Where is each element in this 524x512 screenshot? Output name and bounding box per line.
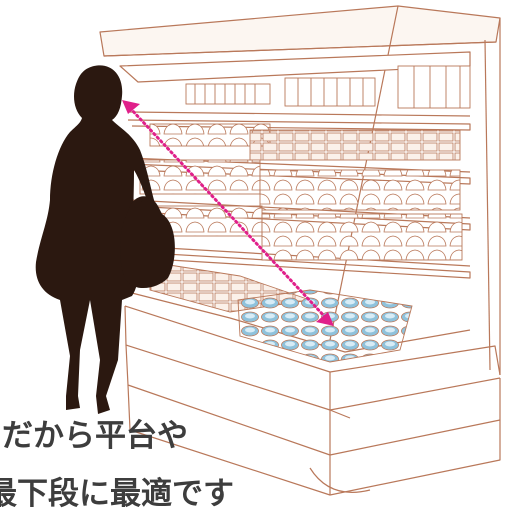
woman-silhouette <box>35 65 175 414</box>
shelf-products <box>139 65 471 363</box>
caption-line-1: だから平台や <box>2 418 188 454</box>
caption-line-2: 最下段に最適です <box>0 476 234 512</box>
reach-arrow <box>122 100 334 326</box>
